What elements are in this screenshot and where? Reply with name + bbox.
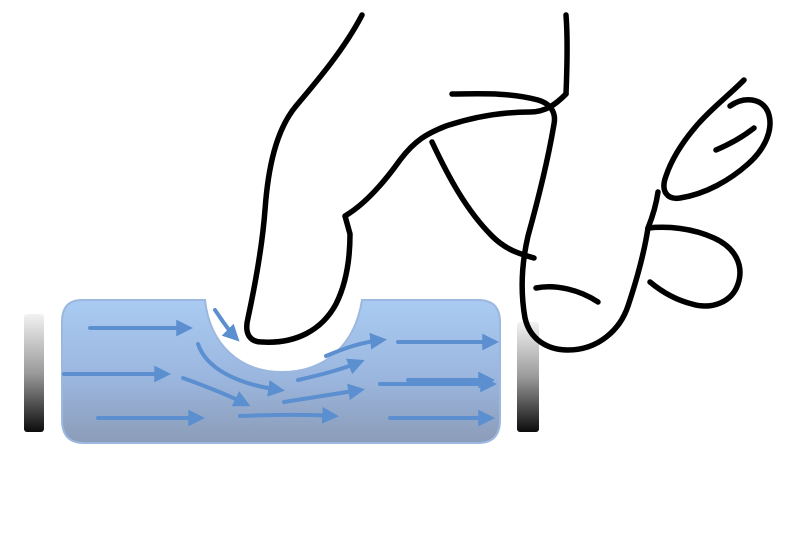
left-end-cap	[24, 314, 44, 432]
index-finger-outline	[244, 12, 569, 345]
flow-arrow	[181, 376, 251, 407]
fingernail-outline	[533, 284, 601, 305]
flow-arrow	[324, 332, 388, 358]
flow-arrow	[213, 308, 240, 342]
knuckle-crease	[429, 139, 537, 261]
flow-arrow	[238, 406, 340, 424]
thumb-outline	[661, 77, 773, 202]
right-end-cap	[517, 322, 539, 432]
flow-arrow	[296, 358, 365, 382]
flow-arrows	[62, 308, 500, 427]
hand-top-outline	[563, 12, 570, 97]
flow-arrow	[282, 383, 365, 404]
hand-pressing-icon	[244, 12, 773, 353]
thumb-joint-outline	[645, 189, 661, 231]
fluid-tube	[61, 299, 501, 444]
thumb-crease	[713, 125, 757, 153]
flow-arrow	[196, 342, 285, 397]
curled-finger-outline	[645, 224, 743, 309]
folded-finger-outline	[449, 91, 651, 353]
